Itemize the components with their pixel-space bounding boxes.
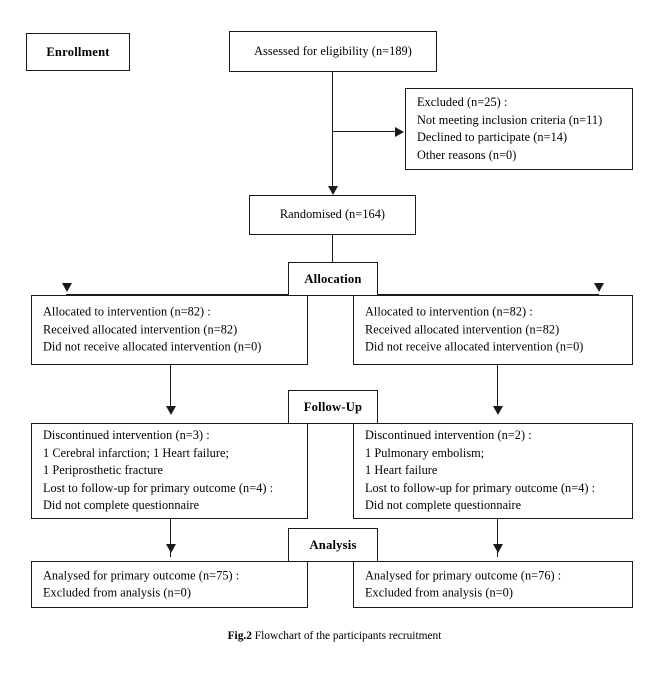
text-line: Did not complete questionnaire (43, 498, 200, 513)
stage-label-followup: Follow-Up (288, 390, 378, 424)
node-allocation-right-lines: Allocated to intervention (n=82) : Recei… (365, 304, 583, 357)
arrowhead-into-randomised (327, 186, 338, 195)
arrowhead-into-followup-left (165, 406, 176, 415)
text-line: Lost to follow-up for primary outcome (n… (365, 480, 596, 495)
stage-label-analysis-text: Analysis (309, 537, 357, 552)
text-line: 1 Pulmonary embolism; (365, 445, 485, 460)
stage-label-enrollment: Enrollment (26, 33, 130, 71)
arrowhead-into-followup-right (492, 406, 503, 415)
text-line: Analysed for primary outcome (n=75) : (43, 567, 240, 582)
stage-label-enrollment-text: Enrollment (46, 44, 110, 59)
connector-allocation-right-to-followup (497, 365, 498, 409)
figure-caption: Fig.2 Flowchart of the participants recr… (0, 630, 669, 642)
node-randomised-lines: Randomised (n=164) (250, 206, 415, 224)
stage-label-followup-text: Follow-Up (303, 399, 363, 414)
text-line: Excluded from analysis (n=0) (365, 585, 514, 600)
node-allocation-right: Allocated to intervention (n=82) : Recei… (353, 295, 633, 365)
text-line: Not meeting inclusion criteria (n=11) (417, 112, 603, 127)
text-line: Did not receive allocated intervention (… (43, 339, 262, 354)
connector-assessed-to-randomised (332, 72, 333, 189)
text-line: Excluded from analysis (n=0) (43, 585, 192, 600)
connector-allocation-left-to-followup (170, 365, 171, 409)
text-line: Did not complete questionnaire (365, 498, 522, 513)
figure-caption-text: Flowchart of the participants recruitmen… (251, 630, 442, 642)
node-assessed-for-eligibility: Assessed for eligibility (n=189) (229, 31, 437, 72)
text-line: Declined to participate (n=14) (417, 130, 568, 144)
node-followup-right-lines: Discontinued intervention (n=2) : 1 Pulm… (365, 427, 595, 515)
text-line: Did not receive allocated intervention (… (365, 339, 584, 354)
text-line: 1 Cerebral infarction; 1 Heart failure; (43, 445, 229, 460)
text-line: Allocated to intervention (n=82) : (43, 304, 211, 319)
arrowhead-into-allocation-right (593, 283, 604, 292)
figure-caption-label: Fig.2 (227, 630, 252, 642)
node-analysis-left: Analysed for primary outcome (n=75) : Ex… (31, 561, 308, 608)
text-line: Other reasons (n=0) (417, 147, 517, 162)
connector-to-excluded (332, 131, 396, 132)
arrowhead-into-analysis-left (165, 544, 176, 553)
node-excluded: Excluded (n=25) : Not meeting inclusion … (405, 88, 633, 170)
node-excluded-lines: Excluded (n=25) : Not meeting inclusion … (417, 94, 602, 164)
connector-followup-right-to-analysis (497, 519, 498, 557)
text-line: 1 Periprosthetic fracture (43, 463, 164, 478)
node-assessed-for-eligibility-lines: Assessed for eligibility (n=189) (230, 43, 436, 61)
node-followup-right: Discontinued intervention (n=2) : 1 Pulm… (353, 423, 633, 519)
arrowhead-into-allocation-left (61, 283, 72, 292)
connector-followup-left-to-analysis (170, 519, 171, 557)
node-followup-left-lines: Discontinued intervention (n=3) : 1 Cere… (43, 427, 273, 515)
node-allocation-left-lines: Allocated to intervention (n=82) : Recei… (43, 304, 261, 357)
text-line: Discontinued intervention (n=2) : (365, 428, 532, 443)
text-line: Analysed for primary outcome (n=76) : (365, 567, 562, 582)
node-analysis-right-lines: Analysed for primary outcome (n=76) : Ex… (365, 567, 561, 602)
text-line: Received allocated intervention (n=82) (43, 322, 238, 337)
node-randomised: Randomised (n=164) (249, 195, 416, 235)
text-line: Excluded (n=25) : (417, 94, 508, 109)
node-analysis-right: Analysed for primary outcome (n=76) : Ex… (353, 561, 633, 608)
stage-label-allocation: Allocation (288, 262, 378, 296)
node-followup-left: Discontinued intervention (n=3) : 1 Cere… (31, 423, 308, 519)
node-analysis-left-lines: Analysed for primary outcome (n=75) : Ex… (43, 567, 239, 602)
text-line: 1 Heart failure (365, 463, 438, 478)
stage-label-analysis: Analysis (288, 528, 378, 562)
text-line: Randomised (n=164) (279, 207, 386, 222)
arrowhead-into-analysis-right (492, 544, 503, 553)
text-line: Lost to follow-up for primary outcome (n… (43, 480, 274, 495)
text-line: Received allocated intervention (n=82) (365, 322, 560, 337)
text-line: Allocated to intervention (n=82) : (365, 304, 533, 319)
text-line: Assessed for eligibility (n=189) (254, 43, 412, 58)
node-allocation-left: Allocated to intervention (n=82) : Recei… (31, 295, 308, 365)
arrowhead-into-excluded (395, 126, 404, 137)
text-line: Discontinued intervention (n=3) : (43, 428, 210, 443)
stage-label-allocation-text: Allocation (304, 271, 362, 286)
